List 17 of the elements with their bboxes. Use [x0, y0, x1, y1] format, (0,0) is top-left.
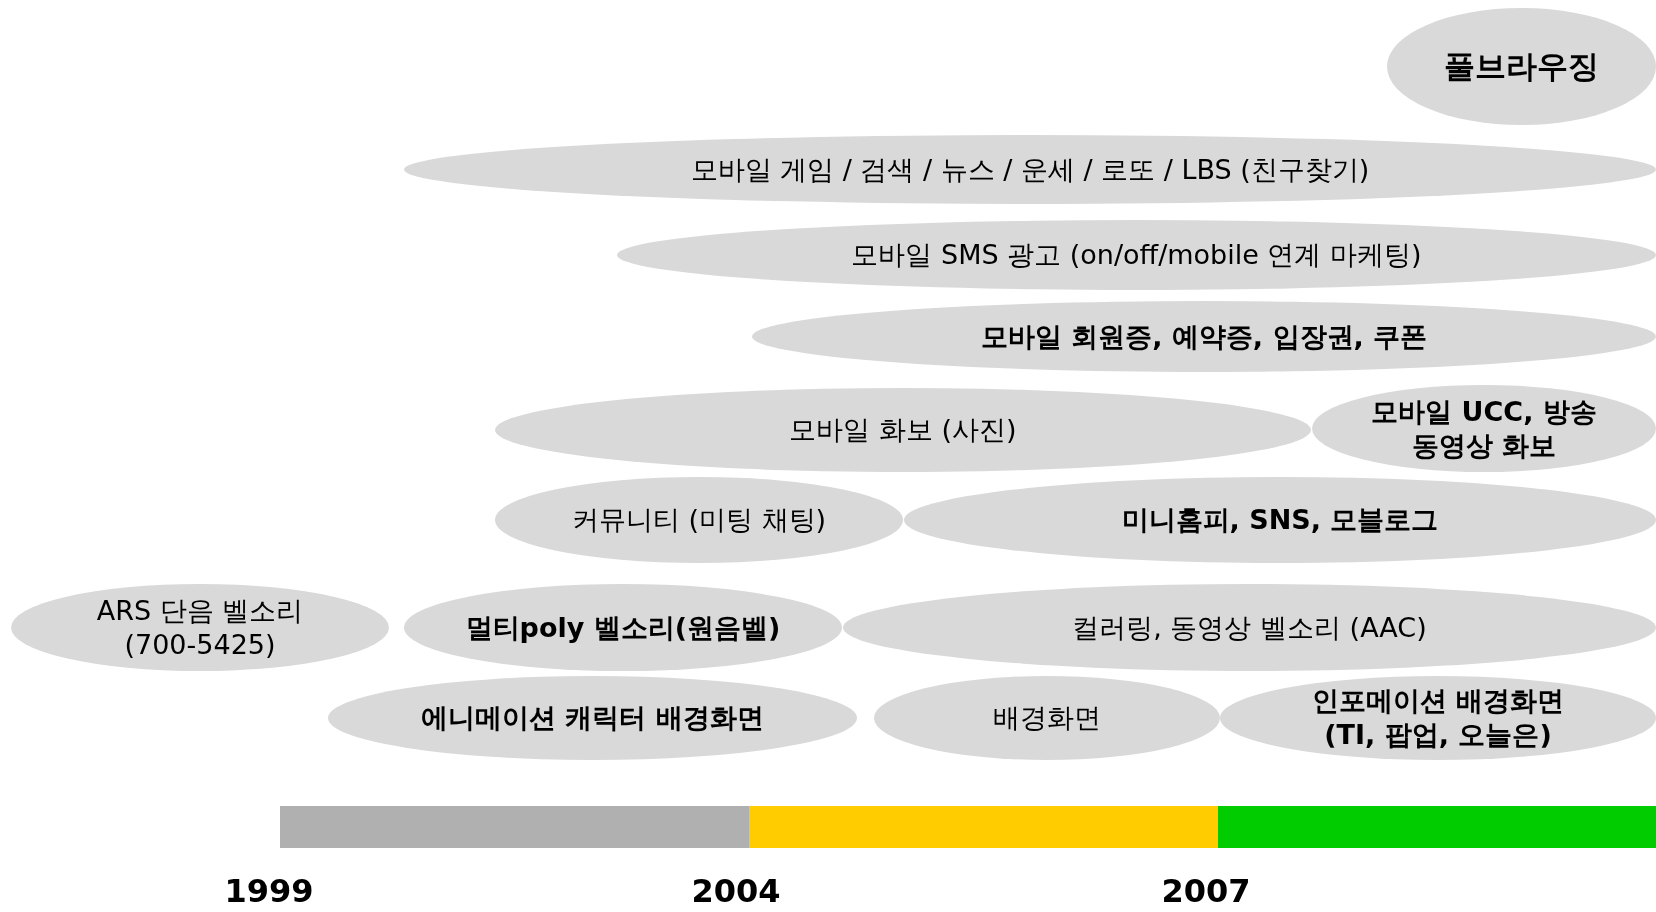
node-label: 인포메이션 배경화면 (TI, 팝업, 오늘은)	[1310, 684, 1566, 752]
node-label: 풀브라우징	[1444, 47, 1599, 86]
node-label: 모바일 게임 / 검색 / 뉴스 / 운세 / 로또 / LBS (친구찾기)	[690, 152, 1370, 187]
node-label: ARS 단음 벨소리 (700-5425)	[95, 593, 305, 662]
year-label: 2007	[1161, 872, 1251, 910]
node-label: 멀티poly 벨소리(원음벨)	[465, 610, 781, 645]
node-label: 커뮤니티 (미팅 채팅)	[571, 503, 827, 537]
node-label: 모바일 SMS 광고 (on/off/mobile 연계 마케팅)	[851, 238, 1422, 272]
node-label: 모바일 화보 (사진)	[789, 413, 1017, 447]
node-label: 모바일 회원증, 예약증, 입장권, 쿠폰	[980, 319, 1428, 354]
node-label: 모바일 UCC, 방송 동영상 화보	[1370, 394, 1598, 463]
node-label: 컬러링, 동영상 벨소리 (AAC)	[1072, 610, 1427, 645]
year-label: 1999	[224, 872, 314, 910]
node-label: 미니홈피, SNS, 모블로그	[1121, 503, 1439, 537]
year-label: 2004	[691, 872, 781, 910]
node-label: 배경화면	[993, 701, 1101, 735]
node-label: 에니메이션 캐릭터 배경화면	[421, 701, 764, 735]
